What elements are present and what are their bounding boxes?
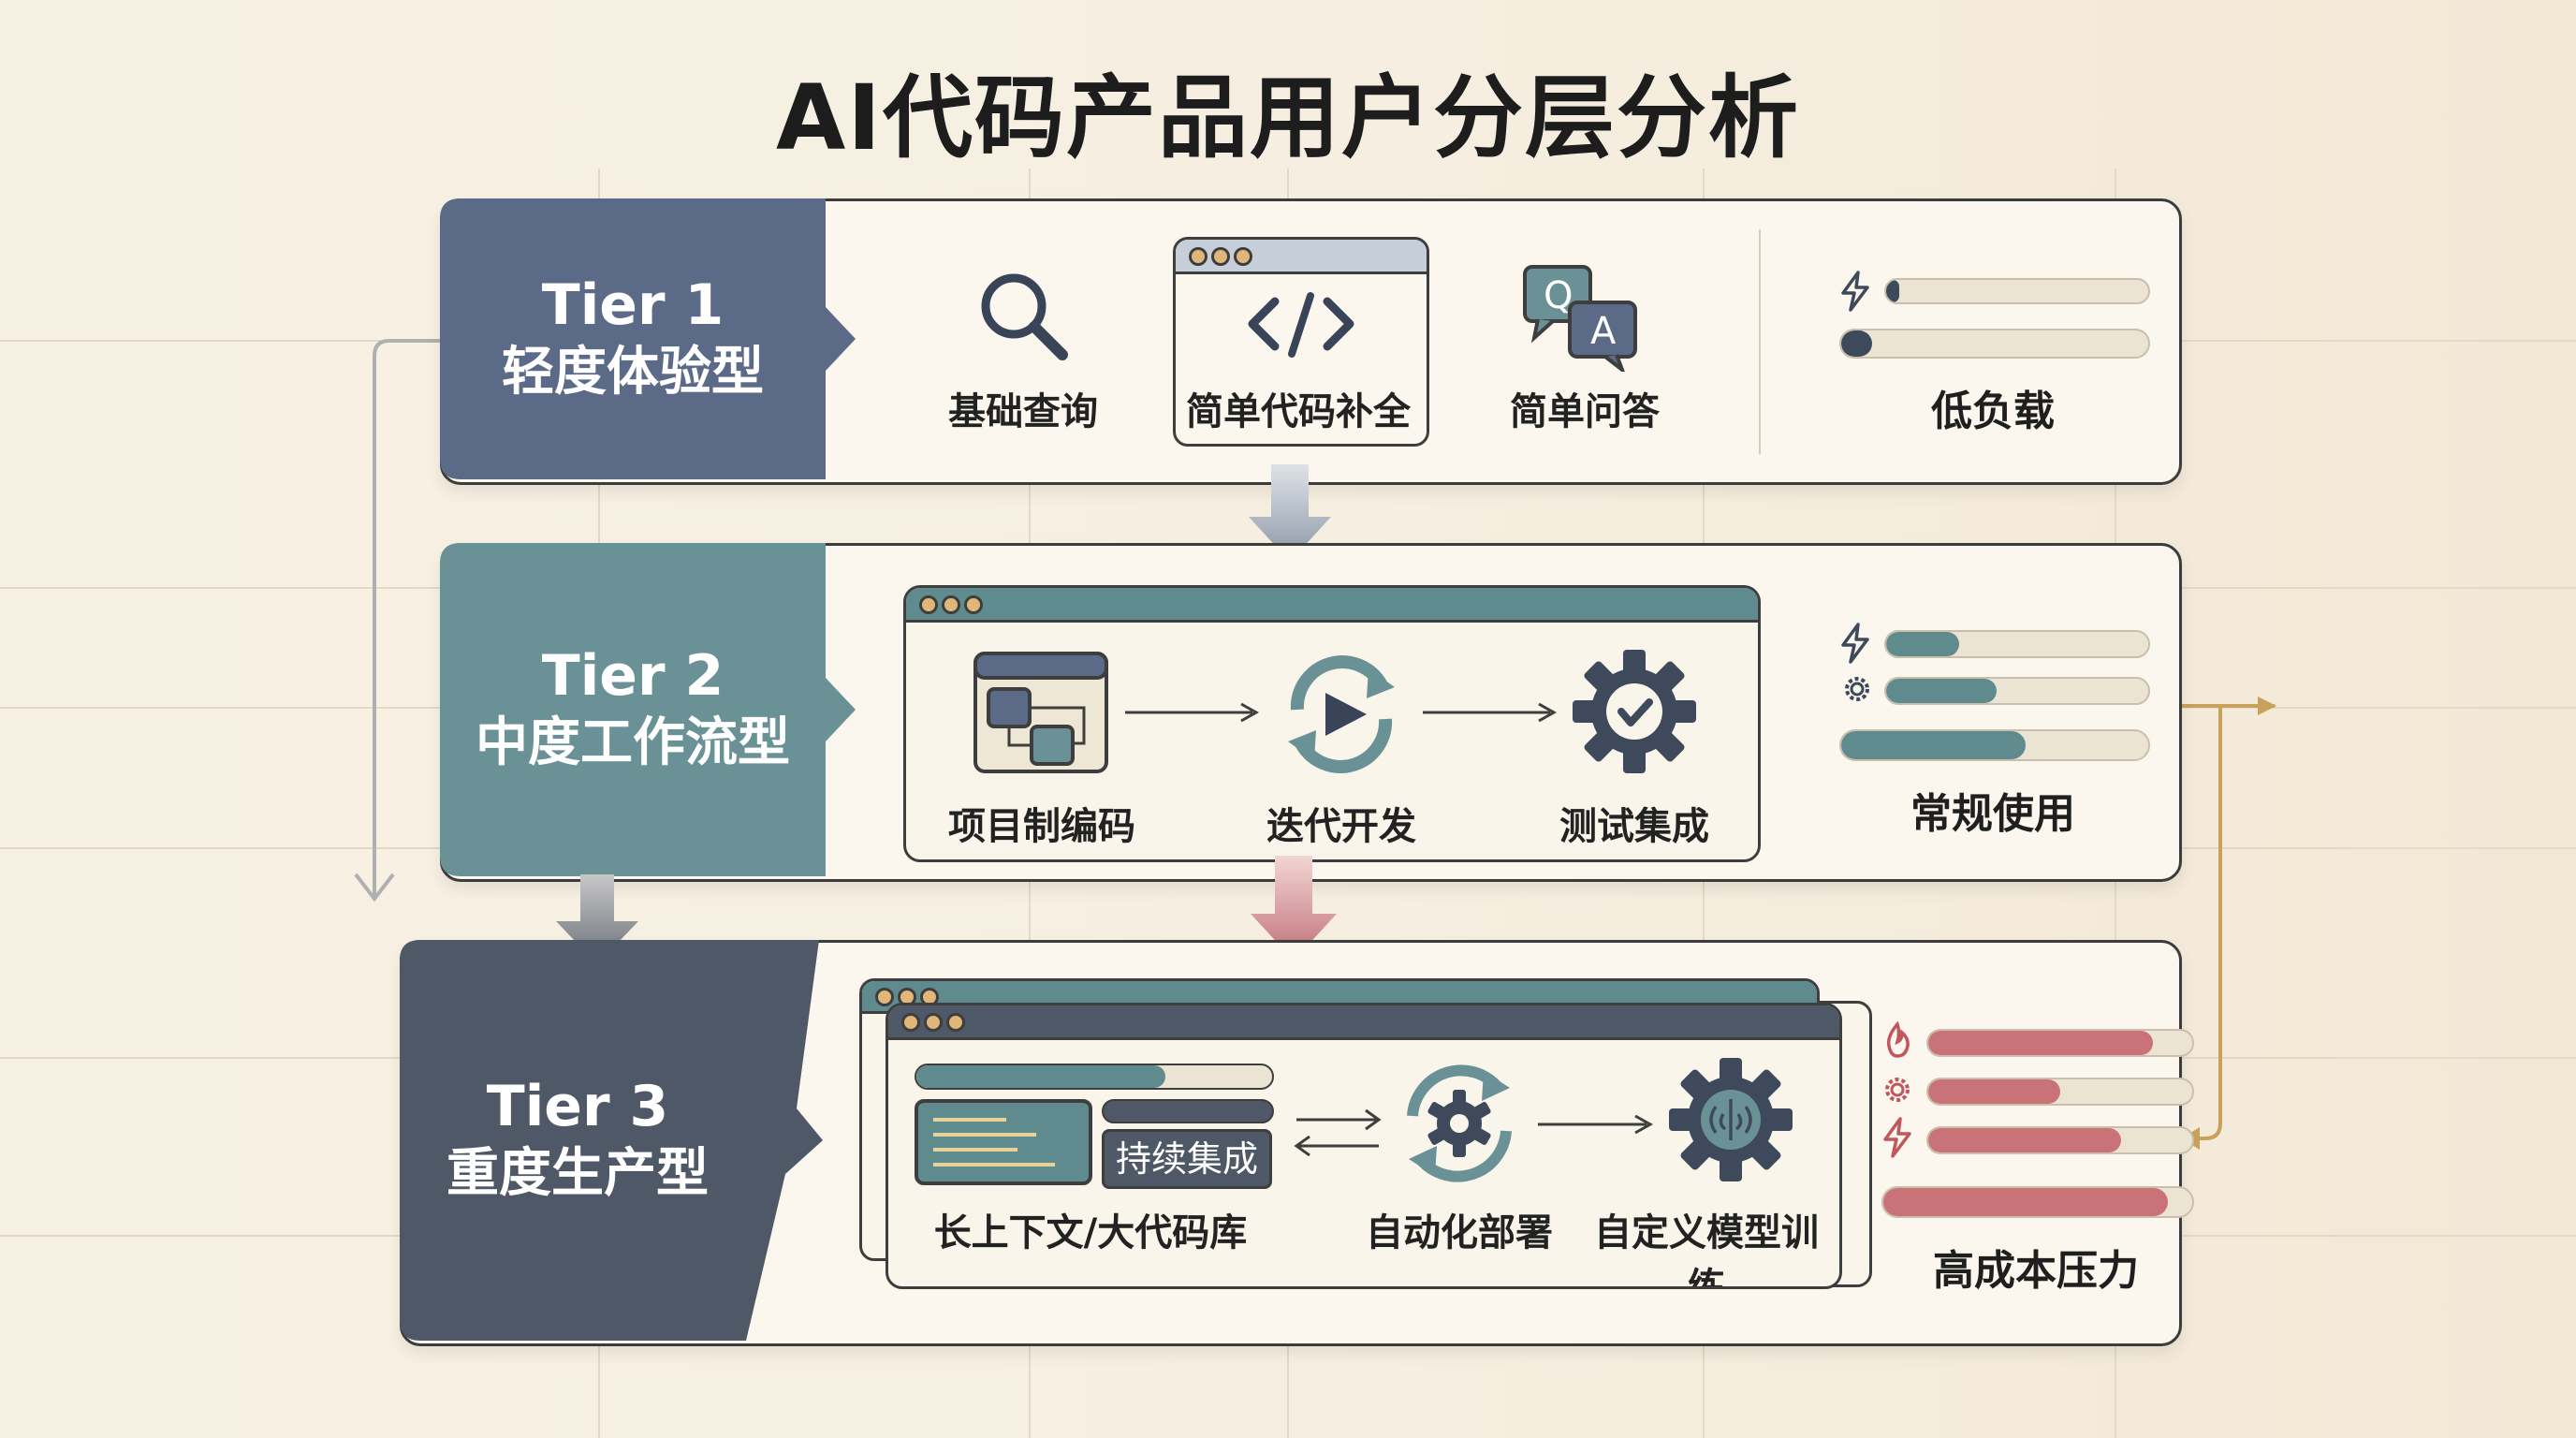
flame-icon (1886, 1021, 1910, 1058)
tier3-name: Tier 3 (486, 1074, 669, 1139)
code-window-icon (1173, 237, 1429, 447)
tier3-load-fill-2 (1928, 1079, 2060, 1104)
tier3-load-bar-1 (1926, 1029, 2194, 1057)
tier3-load-bar-3 (1926, 1126, 2194, 1154)
flow-arrow-icon (1423, 702, 1558, 723)
tier1-load-fill-2 (1841, 330, 1872, 357)
down-arrow-1 (1249, 464, 1331, 562)
ci-badge: 持续集成 (1102, 1129, 1272, 1189)
down-arrow-3 (1251, 856, 1337, 961)
diagram-title: AI代码产品用户分层分析 (775, 66, 1800, 170)
feature-iterative-dev: 迭代开发 (1266, 805, 1416, 848)
tier1-load-bar-2 (1839, 329, 2150, 359)
tier1-load-label: 低负载 (1931, 388, 2055, 435)
tier2-workflow-window: 项目制编码 迭代开发 (903, 585, 1761, 862)
tier3-label: Tier 3 重度生产型 (400, 940, 755, 1341)
tier3-load-fill-4 (1883, 1188, 2168, 1216)
gear-check-icon (1573, 650, 1696, 773)
bolt-icon (1841, 623, 1869, 664)
feature-auto-deploy: 自动化部署 (1366, 1211, 1553, 1255)
tier1-load-bar-1 (1884, 278, 2150, 304)
tier1-label-shape (440, 198, 856, 479)
feature-project-coding: 项目制编码 (948, 805, 1135, 848)
tier2-load-fill-1 (1886, 632, 1960, 656)
svg-text:A: A (1590, 310, 1617, 353)
feature-basic-query: 基础查询 (948, 390, 1098, 433)
bolt-icon (1883, 1117, 1911, 1158)
magnifier-icon (981, 273, 1068, 360)
tier2-load-fill-3 (1841, 731, 2026, 759)
tier2-label: Tier 2 中度工作流型 (440, 543, 826, 876)
tier3-workflow-window: 持续集成 长上下文/大代码库 (886, 1003, 1842, 1289)
tier2-name: Tier 2 (541, 643, 724, 709)
gear-icon (1885, 1078, 1910, 1102)
tier1-load-fill-1 (1886, 280, 1899, 302)
feature-simple-qa: 简单问答 (1510, 390, 1660, 433)
left-flow-arrow (354, 339, 440, 902)
feature-simple-completion: 简单代码补全 (1186, 390, 1411, 433)
tier3-load-fill-3 (1928, 1128, 2121, 1152)
tier3-panel: Tier 3 重度生产型 (400, 940, 2194, 1346)
tier3-load-bar-2 (1926, 1078, 2194, 1106)
tier3-load-label: 高成本压力 (1933, 1247, 2139, 1295)
tier3-load-bar-4 (1881, 1186, 2194, 1218)
gear-cycle-icon (1407, 1064, 1512, 1182)
bidirectional-arrow-icon (1294, 1108, 1382, 1157)
context-progress-fill (916, 1065, 1165, 1088)
bolt-icon (1841, 271, 1869, 312)
tier1-panel: Tier 1 轻度体验型 基础查询 简单代码补全 Q (440, 198, 2182, 485)
context-progress-bar (915, 1064, 1274, 1090)
gear-icon (1845, 677, 1869, 701)
tier3-type: 重度生产型 (446, 1143, 709, 1204)
tier3-label-shape (400, 940, 823, 1341)
flow-arrow-icon (1125, 702, 1260, 723)
tier2-type: 中度工作流型 (476, 712, 790, 773)
tier1-type: 轻度体验型 (502, 342, 764, 403)
tier2-panel: Tier 2 中度工作流型 项目制编码 (440, 543, 2182, 882)
flow-arrow-icon (1538, 1114, 1654, 1135)
tier2-load-label: 常规使用 (1910, 790, 2075, 838)
tier1-label: Tier 1 轻度体验型 (440, 198, 826, 479)
feature-custom-model-training: 自定义模型训练 (1594, 1211, 1819, 1289)
iterate-cycle-icon (1288, 655, 1395, 773)
project-blocks-icon (973, 652, 1108, 773)
tier2-load-fill-2 (1886, 679, 1997, 703)
tier1-divider (1759, 229, 1761, 454)
tier3-load-fill-1 (1928, 1031, 2153, 1055)
tier2-load-bar-2 (1884, 677, 2150, 705)
brain-gear-icon (1669, 1058, 1793, 1181)
feature-long-context: 长上下文/大代码库 (933, 1211, 1248, 1255)
tier2-load-bar-3 (1839, 729, 2150, 761)
qa-chat-icon: Q A (1523, 265, 1637, 372)
code-editor-icon (915, 1099, 1092, 1185)
tier2-label-shape (440, 543, 856, 876)
tier2-load-bar-1 (1884, 630, 2150, 658)
feature-test-integration: 测试集成 (1559, 805, 1709, 848)
tier1-name: Tier 1 (541, 272, 724, 338)
ci-top-bar (1102, 1099, 1274, 1123)
